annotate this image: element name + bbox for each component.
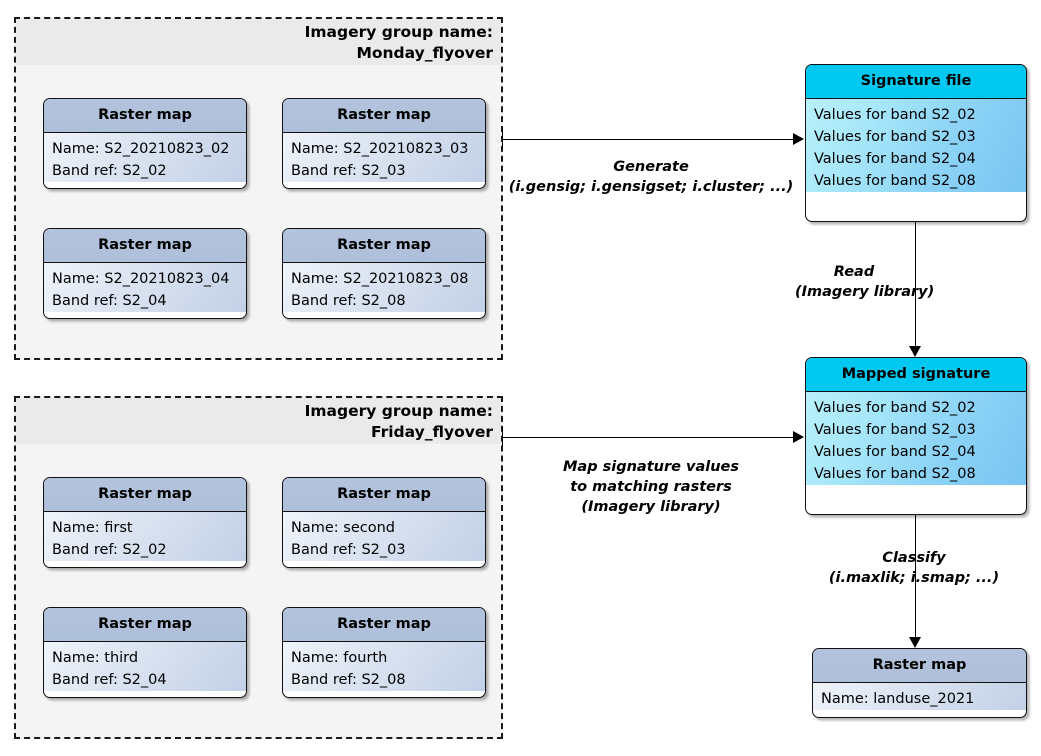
- classify-edge-label: Classify (i.maxlik; i.smap; ...): [798, 548, 1030, 588]
- map-signature-edge-arrowhead: [793, 431, 804, 443]
- raster-map-card-body: Name: third Band ref: S2_04: [44, 642, 246, 691]
- raster-map-card[interactable]: Raster map Name: S2_20210823_04 Band ref…: [43, 228, 247, 319]
- classify-edge-line: [915, 515, 916, 637]
- generate-edge-label-line2: (i.gensig; i.gensigset; i.cluster; ...): [508, 179, 794, 195]
- raster-map-card-title: Raster map: [283, 608, 485, 642]
- output-raster-map-title: Raster map: [813, 649, 1026, 683]
- raster-map-card[interactable]: Raster map Name: second Band ref: S2_03: [282, 477, 486, 568]
- imagery-group-monday-header: Imagery group name: Monday_flyover: [16, 19, 501, 65]
- generate-edge-label-line1: Generate: [613, 159, 689, 175]
- raster-map-band-ref: Band ref: S2_04: [52, 672, 167, 688]
- imagery-group-monday: Imagery group name: Monday_flyover Raste…: [14, 17, 503, 360]
- mapped-signature-row: Values for band S2_02: [814, 400, 976, 416]
- raster-map-card-body: Name: S2_20210823_04 Band ref: S2_04: [44, 263, 246, 312]
- raster-map-card-title: Raster map: [44, 608, 246, 642]
- raster-map-card-title: Raster map: [44, 478, 246, 512]
- mapped-signature-body: Values for band S2_02 Values for band S2…: [806, 392, 1026, 485]
- raster-map-card-body: Name: first Band ref: S2_02: [44, 512, 246, 561]
- imagery-group-monday-label: Imagery group name:: [304, 23, 493, 41]
- raster-map-card[interactable]: Raster map Name: first Band ref: S2_02: [43, 477, 247, 568]
- raster-map-band-ref: Band ref: S2_03: [291, 542, 406, 558]
- raster-map-card-body: Name: S2_20210823_02 Band ref: S2_02: [44, 133, 246, 182]
- generate-edge-label: Generate (i.gensig; i.gensigset; i.clust…: [508, 157, 794, 197]
- read-edge-label-line1: Read: [833, 264, 875, 280]
- signature-file-row: Values for band S2_02: [814, 107, 976, 123]
- raster-map-band-ref: Band ref: S2_08: [291, 672, 406, 688]
- signature-file-row: Values for band S2_04: [814, 151, 976, 167]
- raster-map-name: Name: S2_20210823_03: [291, 141, 469, 157]
- read-edge-label-line2: (Imagery library): [795, 284, 935, 300]
- raster-map-card-title: Raster map: [283, 99, 485, 133]
- raster-map-name: Name: S2_20210823_02: [52, 141, 230, 157]
- read-edge-line: [915, 222, 916, 346]
- read-edge-label: Read (Imagery library): [795, 262, 935, 302]
- raster-map-card[interactable]: Raster map Name: S2_20210823_03 Band ref…: [282, 98, 486, 189]
- raster-map-band-ref: Band ref: S2_04: [52, 293, 167, 309]
- mapped-signature-card[interactable]: Mapped signature Values for band S2_02 V…: [805, 357, 1027, 515]
- map-signature-edge-source-tick: [502, 427, 503, 447]
- output-raster-map-name: Name: landuse_2021: [821, 691, 975, 707]
- imagery-group-friday-name: Friday_flyover: [371, 423, 493, 441]
- classify-edge-label-line1: Classify: [882, 550, 946, 566]
- raster-map-card[interactable]: Raster map Name: S2_20210823_02 Band ref…: [43, 98, 247, 189]
- raster-map-band-ref: Band ref: S2_02: [52, 542, 167, 558]
- raster-map-card-title: Raster map: [44, 229, 246, 263]
- raster-map-card-body: Name: fourth Band ref: S2_08: [283, 642, 485, 691]
- map-signature-edge-label-line1: Map signature values: [562, 459, 739, 475]
- raster-map-card-body: Name: S2_20210823_03 Band ref: S2_03: [283, 133, 485, 182]
- raster-map-name: Name: fourth: [291, 650, 388, 666]
- imagery-group-friday: Imagery group name: Friday_flyover Raste…: [14, 396, 503, 739]
- classify-edge-arrowhead: [909, 637, 921, 648]
- mapped-signature-row: Values for band S2_03: [814, 422, 976, 438]
- raster-map-name: Name: S2_20210823_04: [52, 271, 230, 287]
- generate-edge-source-tick: [502, 129, 503, 149]
- imagery-group-friday-label: Imagery group name:: [304, 402, 493, 420]
- map-signature-edge-label-line2: to matching rasters: [570, 479, 732, 495]
- raster-map-card-title: Raster map: [283, 478, 485, 512]
- classify-edge-label-line2: (i.maxlik; i.smap; ...): [828, 570, 1000, 586]
- raster-map-card[interactable]: Raster map Name: fourth Band ref: S2_08: [282, 607, 486, 698]
- raster-map-band-ref: Band ref: S2_08: [291, 293, 406, 309]
- raster-map-name: Name: S2_20210823_08: [291, 271, 469, 287]
- signature-file-row: Values for band S2_08: [814, 173, 976, 189]
- raster-map-card[interactable]: Raster map Name: S2_20210823_08 Band ref…: [282, 228, 486, 319]
- mapped-signature-row: Values for band S2_08: [814, 466, 976, 482]
- generate-edge-line: [503, 139, 793, 140]
- map-signature-edge-label: Map signature values to matching rasters…: [508, 457, 794, 517]
- raster-map-name: Name: second: [291, 520, 395, 536]
- raster-map-card[interactable]: Raster map Name: third Band ref: S2_04: [43, 607, 247, 698]
- map-signature-edge-label-line3: (Imagery library): [581, 499, 721, 515]
- read-edge-arrowhead: [909, 346, 921, 357]
- raster-map-name: Name: first: [52, 520, 133, 536]
- output-raster-map-card[interactable]: Raster map Name: landuse_2021: [812, 648, 1027, 718]
- raster-map-card-body: Name: S2_20210823_08 Band ref: S2_08: [283, 263, 485, 312]
- map-signature-edge-line: [503, 437, 793, 438]
- mapped-signature-row: Values for band S2_04: [814, 444, 976, 460]
- raster-map-name: Name: third: [52, 650, 139, 666]
- imagery-group-friday-header: Imagery group name: Friday_flyover: [16, 398, 501, 444]
- signature-file-card[interactable]: Signature file Values for band S2_02 Val…: [805, 64, 1027, 222]
- signature-file-body: Values for band S2_02 Values for band S2…: [806, 99, 1026, 192]
- signature-file-title: Signature file: [806, 65, 1026, 99]
- raster-map-card-body: Name: second Band ref: S2_03: [283, 512, 485, 561]
- raster-map-card-title: Raster map: [44, 99, 246, 133]
- signature-file-row: Values for band S2_03: [814, 129, 976, 145]
- generate-edge-arrowhead: [793, 133, 804, 145]
- raster-map-band-ref: Band ref: S2_03: [291, 163, 406, 179]
- raster-map-card-title: Raster map: [283, 229, 485, 263]
- output-raster-map-body: Name: landuse_2021: [813, 683, 1026, 710]
- mapped-signature-title: Mapped signature: [806, 358, 1026, 392]
- imagery-group-monday-name: Monday_flyover: [356, 44, 493, 62]
- raster-map-band-ref: Band ref: S2_02: [52, 163, 167, 179]
